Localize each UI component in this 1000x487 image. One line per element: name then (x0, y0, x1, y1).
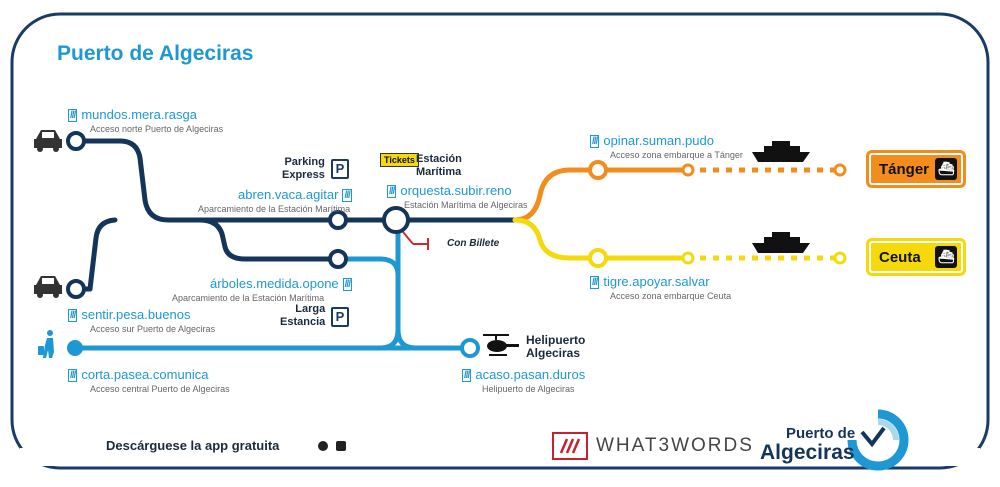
port-logo-line1: Puerto de (786, 425, 856, 442)
con-billete-marker (402, 231, 429, 250)
station-helipuerto (460, 338, 480, 358)
w3w-logo-box (552, 432, 588, 460)
desc-estacion: Estación Marítima de Algeciras (404, 200, 528, 210)
parking-icon: P (331, 159, 349, 179)
w3w-slash-icon: /// (387, 185, 397, 198)
w3w-slash-icon: /// (462, 369, 472, 382)
navy-line (73, 138, 518, 292)
w3w-address-parking-express[interactable]: abren.vaca.agitar/// (238, 187, 352, 202)
port-logo-mark (847, 409, 909, 471)
ferry-icon-ceuta (752, 232, 810, 253)
station-estacion-maritima (382, 206, 410, 234)
apple-icon (318, 441, 328, 451)
desc-larga: Aparcamiento de la Estación Marítima (172, 293, 325, 303)
station-tanger-zone (588, 160, 608, 180)
car-icon-south (34, 276, 62, 298)
yellow-line (512, 217, 693, 261)
station-parking-express (328, 210, 348, 230)
w3w-address-larga[interactable]: árboles.medida.opone/// (210, 276, 352, 291)
w3w-slash-icon: /// (590, 276, 600, 289)
station-ceuta-zone (588, 248, 608, 268)
helicopter-icon (483, 334, 519, 356)
w3w-slash-icon: /// (68, 109, 78, 122)
parking-icon: P (331, 307, 349, 327)
desc-tanger-zone: Acceso zona embarque a Tánger (610, 150, 743, 160)
station-tanger-mid (681, 163, 695, 177)
w3w-address-estacion[interactable]: ///orquesta.subir.reno (387, 183, 512, 198)
orange-line (512, 167, 693, 223)
station-larga-estancia (328, 249, 348, 269)
w3w-address-tanger-zone[interactable]: ///opinar.suman.pudo (590, 133, 714, 148)
destination-tanger[interactable]: Tánger⛴ (866, 150, 966, 188)
ferry-icon-tanger (752, 141, 810, 162)
w3w-slash-icon: /// (590, 135, 600, 148)
desc-parking-express: Aparcamiento de la Estación Marítima (198, 204, 351, 214)
page-title: Puerto de Algeciras (57, 42, 254, 65)
port-logo-line2: Algeciras (760, 441, 855, 464)
app-download-text[interactable]: Descárguese la app gratuita (106, 438, 280, 453)
ferry-icon: ⛴ (935, 246, 957, 268)
desc-central: Acceso central Puerto de Algeciras (90, 384, 230, 394)
w3w-address-central[interactable]: ///corta.pasea.comunica (68, 367, 209, 382)
w3w-address-north[interactable]: ///mundos.mera.rasga (68, 107, 197, 122)
map-frame (10, 12, 990, 470)
desc-north: Acceso norte Puerto de Algeciras (90, 124, 224, 134)
desc-ceuta-zone: Acceso zona embarque Ceuta (610, 291, 732, 301)
destination-ceuta[interactable]: Ceuta⛴ (866, 238, 966, 276)
station-south (66, 279, 86, 299)
station-north (66, 131, 86, 151)
w3w-slash-icon: /// (342, 278, 352, 291)
android-icon (336, 441, 346, 451)
station-ceuta-mid (681, 251, 695, 265)
desc-south: Acceso sur Puerto de Algeciras (90, 324, 216, 334)
w3w-slash-icon: /// (68, 369, 78, 382)
con-billete-label: Con Billete (447, 238, 500, 249)
station-central (67, 340, 83, 356)
station-ceuta-end (833, 251, 847, 265)
tickets-icon: Tickets (380, 153, 419, 167)
car-icon-north (34, 130, 62, 152)
desc-heli: Helipuerto de Algeciras (482, 384, 575, 394)
w3w-slash-icon: /// (68, 309, 78, 322)
what3words-brand[interactable]: WHAT3WORDS (596, 435, 754, 456)
w3w-address-ceuta-zone[interactable]: ///tigre.apoyar.salvar (590, 274, 710, 289)
w3w-address-south[interactable]: ///sentir.pesa.buenos (68, 307, 191, 322)
ferry-icon: ⛴ (935, 158, 957, 180)
pedestrian-luggage-icon (38, 330, 54, 358)
station-tanger-end (833, 163, 847, 177)
w3w-logo-slashes (559, 438, 581, 454)
w3w-address-heli[interactable]: ///acaso.pasan.duros (462, 367, 586, 382)
w3w-slash-icon: /// (342, 189, 352, 202)
